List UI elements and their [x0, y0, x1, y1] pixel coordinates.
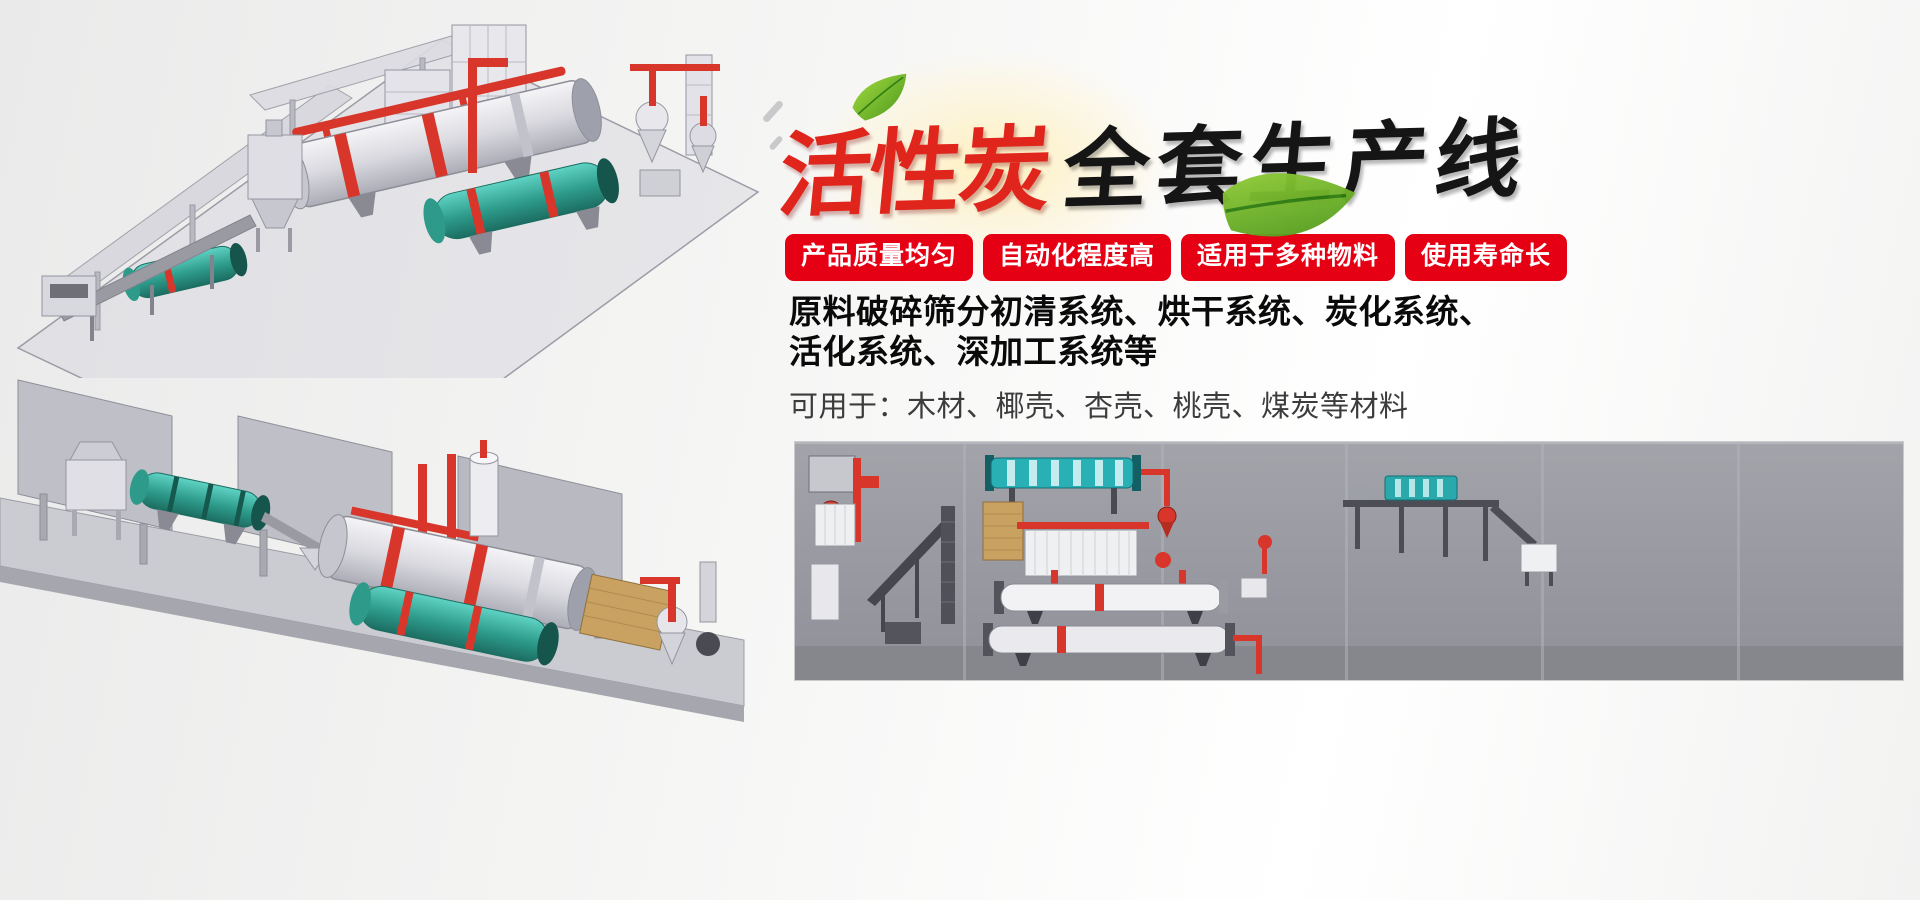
production-line-panorama-image: [795, 442, 1903, 680]
leaf-icon: [1205, 139, 1366, 273]
badge-uniform-quality: 产品质量均匀: [785, 234, 974, 281]
production-line-3d-top-svg: [16, 24, 760, 378]
systems-line-1: 原料破碎筛分初清系统、烘干系统、炭化系统、: [789, 293, 1493, 330]
badge-lifespan: 使用寿命长: [1405, 234, 1568, 281]
feature-badges: 产品质量均匀 自动化程度高 适用于多种物料 使用寿命长: [785, 234, 1568, 281]
banner-title: 活性炭全套生产线: [774, 82, 1532, 235]
title-red-text: 活性炭: [774, 118, 1055, 228]
production-line-3d-bottom-svg: [0, 379, 745, 722]
production-line-3d-bottom-illustration: [0, 372, 750, 732]
badge-automation: 自动化程度高: [983, 234, 1172, 281]
production-line-3d-top-illustration: [0, 0, 775, 378]
systems-line-2: 活化系统、深加工系统等: [789, 333, 1158, 371]
description: 原料破碎筛分初清系统、烘干系统、炭化系统、 活化系统、深加工系统等 可用于：木材…: [789, 292, 1493, 425]
production-line-panorama-svg: [795, 442, 1903, 680]
materials-line: 可用于：木材、椰壳、杏壳、桃壳、煤炭等材料: [789, 390, 1409, 423]
